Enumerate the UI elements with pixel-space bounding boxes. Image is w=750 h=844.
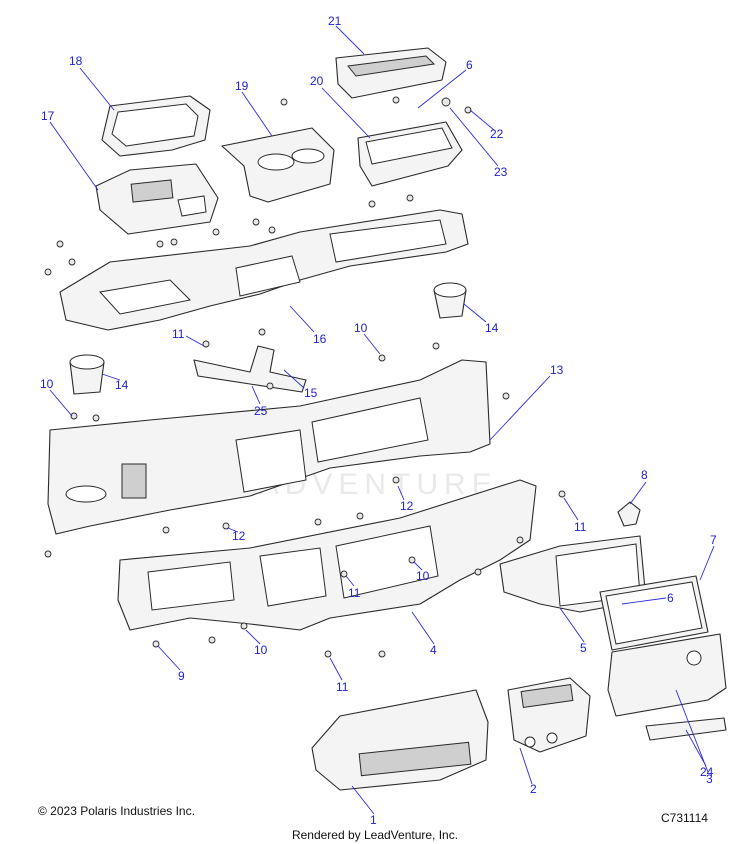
callout-12-b: 12 [232, 529, 246, 543]
callout-12-a: 12 [400, 499, 414, 513]
copyright-notice: © 2023 Polaris Industries Inc. [38, 804, 195, 818]
part-3-glovebox-door [607, 633, 727, 717]
callout-11-c: 11 [348, 586, 361, 600]
part-13-dash-frame [47, 359, 491, 535]
part-18-gauge-bezel [101, 95, 211, 157]
part-21-storage-lid [335, 47, 447, 99]
part-24-trim [645, 717, 727, 741]
callout-11-b: 11 [574, 520, 587, 534]
callout-15: 15 [304, 386, 318, 400]
part-20-storage-bin [357, 121, 463, 187]
callout-11-a: 11 [172, 327, 185, 341]
callout-13: 13 [550, 363, 564, 377]
callout-7: 7 [710, 533, 717, 547]
callout-21: 21 [328, 14, 342, 28]
callout-14-left: 14 [115, 378, 129, 392]
figure-code: C731114 [661, 811, 708, 825]
callout-20: 20 [310, 74, 324, 88]
callout-labels: 21 6 20 22 23 18 19 17 16 14 11 10 14 15… [40, 14, 717, 827]
part-15-bracket [193, 345, 307, 393]
part-7-seal [599, 575, 709, 651]
callout-18: 18 [69, 54, 83, 68]
rendered-by-credit: Rendered by LeadVenture, Inc. [291, 828, 459, 842]
callout-1: 1 [370, 813, 377, 827]
part-2-switch-panel [507, 677, 591, 753]
part-8-latch [617, 501, 641, 527]
callout-25: 25 [254, 404, 268, 418]
callout-17: 17 [41, 109, 55, 123]
callout-2: 2 [530, 782, 537, 796]
callout-24: 24 [700, 765, 714, 779]
callout-10-d: 10 [254, 643, 268, 657]
part-17-gauge-housing [95, 163, 219, 235]
part-16-upper-dash [59, 209, 469, 331]
callout-22: 22 [490, 127, 504, 141]
callout-8: 8 [641, 468, 648, 482]
callout-10-b: 10 [40, 377, 54, 391]
part-4-lower-dash [117, 479, 537, 631]
callout-16: 16 [313, 332, 327, 346]
callout-9: 9 [178, 669, 185, 683]
callout-6-top: 6 [466, 58, 473, 72]
part-14-cupholder-right [433, 282, 467, 319]
fastener-hardware [44, 96, 566, 658]
callout-11-d: 11 [336, 680, 349, 694]
callout-19: 19 [235, 79, 249, 93]
callout-14-right: 14 [485, 321, 499, 335]
leader-lines [49, 25, 715, 815]
part-14-cupholder-left [69, 354, 105, 395]
callout-3: 3 [706, 772, 713, 786]
callout-10-c: 10 [416, 569, 430, 583]
part-1-lower-panel [311, 689, 489, 791]
callout-6-bottom: 6 [667, 591, 674, 605]
callout-23: 23 [494, 165, 508, 179]
callout-10-a: 10 [354, 321, 368, 335]
part-19-cupholder-tray [221, 127, 335, 203]
callout-4: 4 [430, 643, 437, 657]
callout-5: 5 [580, 641, 587, 655]
